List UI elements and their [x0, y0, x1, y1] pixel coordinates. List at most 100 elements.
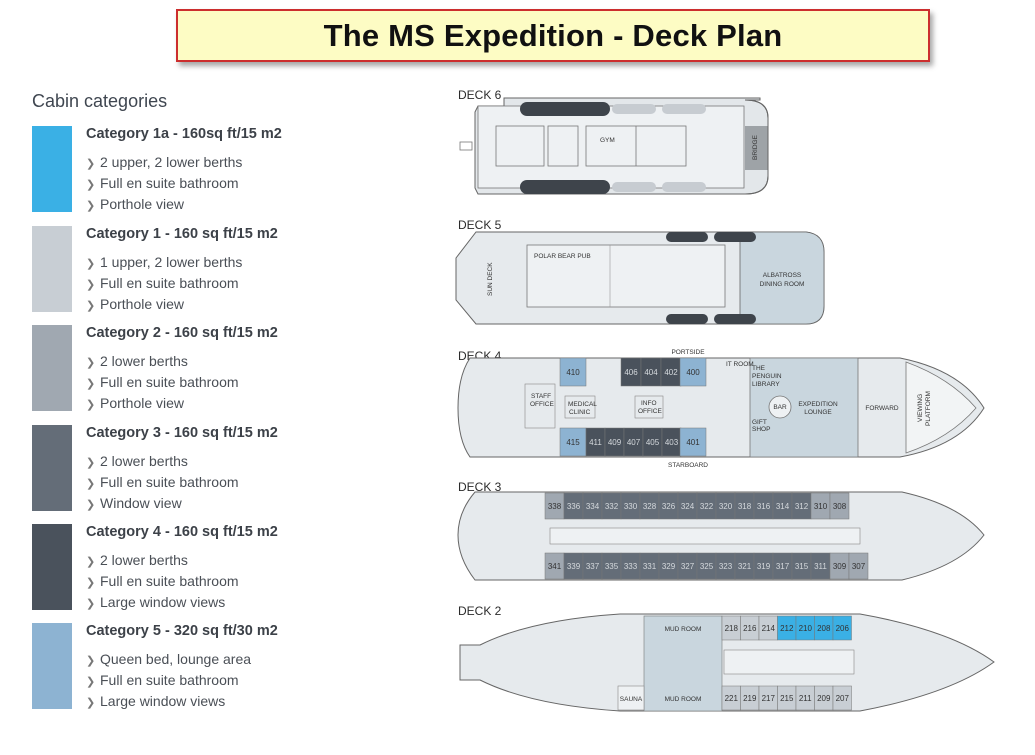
expedition-label: EXPEDITION	[798, 401, 838, 408]
cabin-number: 326	[662, 502, 676, 511]
cabin-307	[848, 552, 869, 580]
penguin-the-label: THE	[752, 365, 766, 372]
category-feature: ❯Full en suite bathroom	[86, 175, 239, 191]
cabin-207	[832, 685, 852, 711]
cabin-number: 218	[725, 624, 739, 633]
it-room-label: IT ROOM	[726, 361, 754, 368]
viewing-label: VIEWING	[917, 394, 924, 422]
category-title: Category 3 - 160 sq ft/15 m2	[86, 425, 278, 441]
category-feature: ❯Large window views	[86, 594, 226, 610]
deck5-plan: POLAR BEAR PUB SUN DECK ALBATROSS DINING…	[455, 231, 825, 325]
deck2-label: DECK 2	[458, 604, 502, 618]
cabin-number: 327	[681, 562, 695, 571]
mud-room-bottom-label: MUD ROOM	[665, 696, 702, 703]
category-swatch	[32, 425, 72, 511]
category-feature: ❯1 upper, 2 lower berths	[86, 254, 243, 270]
category-feature: ❯Full en suite bathroom	[86, 573, 239, 589]
cabin-308	[829, 492, 850, 520]
info-label: INFO	[641, 400, 657, 407]
category-feature: ❯2 lower berths	[86, 353, 188, 369]
title-banner: The MS Expedition - Deck Plan	[176, 9, 930, 62]
cabin-number: 407	[627, 438, 641, 447]
cabin-number: 339	[567, 562, 581, 571]
cabin-number: 215	[780, 694, 794, 703]
lounge-label: LOUNGE	[804, 409, 832, 416]
category-feature: ❯Full en suite bathroom	[86, 474, 239, 490]
category-feature: ❯2 upper, 2 lower berths	[86, 154, 243, 170]
category-5: Category 5 - 320 sq ft/30 m2❯Queen bed, …	[32, 623, 392, 711]
cabin-number: 221	[725, 694, 739, 703]
staff-label: STAFF	[531, 393, 551, 400]
cabin-number: 217	[762, 694, 776, 703]
cabin-number: 325	[700, 562, 714, 571]
cabin-number: 320	[719, 502, 733, 511]
cabin-number: 206	[836, 624, 850, 633]
cabin-number: 322	[700, 502, 714, 511]
cabin-number: 207	[836, 694, 850, 703]
polar-bear-pub-label: POLAR BEAR PUB	[534, 253, 591, 260]
cabin-number: 409	[608, 438, 622, 447]
cabin-number: 315	[795, 562, 809, 571]
category-feature: ❯Large window views	[86, 693, 226, 709]
category-title: Category 4 - 160 sq ft/15 m2	[86, 524, 278, 540]
staff-office-label: OFFICE	[530, 401, 554, 408]
cabin-number: 328	[643, 502, 657, 511]
category-feature: ❯Porthole view	[86, 296, 185, 312]
cabin-number: 400	[686, 368, 700, 377]
cabin-400	[679, 357, 707, 387]
cabin-401	[679, 427, 707, 457]
cabin-number: 402	[664, 368, 678, 377]
chevron-right-icon: ❯	[86, 457, 96, 469]
cabin-number: 335	[605, 562, 619, 571]
chevron-right-icon: ❯	[86, 577, 96, 589]
cabin-number: 208	[817, 624, 831, 633]
chevron-right-icon: ❯	[86, 258, 96, 270]
cabin-number: 405	[646, 438, 660, 447]
category-feature: ❯Queen bed, lounge area	[86, 651, 252, 667]
category-title: Category 2 - 160 sq ft/15 m2	[86, 325, 278, 341]
cabin-415	[559, 427, 587, 457]
cabin-number: 314	[776, 502, 790, 511]
chevron-right-icon: ❯	[86, 697, 96, 709]
mud-room-top-label: MUD ROOM	[665, 626, 702, 633]
cabin-410	[559, 357, 587, 387]
sun-deck-label: SUN DECK	[487, 262, 494, 296]
cabin-number: 308	[833, 502, 847, 511]
chevron-right-icon: ❯	[86, 676, 96, 688]
category-2: Category 2 - 160 sq ft/15 m2 ❯2 lower ber…	[32, 325, 392, 413]
cabin-number: 216	[743, 624, 757, 633]
cabin-number: 341	[548, 562, 562, 571]
info-office-label: OFFICE	[638, 408, 662, 415]
category-feature: ❯Full en suite bathroom	[86, 672, 239, 688]
cabin-number: 211	[799, 694, 812, 703]
category-feature: ❯2 lower berths	[86, 453, 188, 469]
portside-label: PORTSIDE	[671, 349, 705, 356]
chevron-right-icon: ❯	[86, 655, 96, 667]
category-feature: ❯Full en suite bathroom	[86, 374, 239, 390]
cabin-number: 312	[795, 502, 809, 511]
cabin-number: 209	[817, 694, 831, 703]
legend-heading: Cabin categories	[32, 91, 168, 111]
category-3: Category 3 - 160 sq ft/15 m2 ❯2 lower ber…	[32, 425, 392, 513]
chevron-right-icon: ❯	[86, 399, 96, 411]
cabin-number: 317	[776, 562, 790, 571]
cabin-number: 311	[814, 562, 827, 571]
chevron-right-icon: ❯	[86, 300, 96, 312]
cabin-number: 331	[643, 562, 657, 571]
platform-label: PLATFORM	[925, 391, 932, 426]
category-feature: ❯Porthole view	[86, 196, 185, 212]
cabin-number: 219	[743, 694, 757, 703]
chevron-right-icon: ❯	[86, 598, 96, 610]
dining-room-label: DINING ROOM	[760, 281, 805, 288]
starboard-label: STARBOARD	[668, 462, 708, 469]
gift-label: GIFT	[752, 419, 767, 426]
bar-label: BAR	[773, 404, 787, 411]
cabin-number: 330	[624, 502, 638, 511]
chevron-right-icon: ❯	[86, 279, 96, 291]
cabin-number: 214	[762, 624, 776, 633]
cabin-number: 316	[757, 502, 771, 511]
category-feature: ❯Window view	[86, 495, 182, 511]
